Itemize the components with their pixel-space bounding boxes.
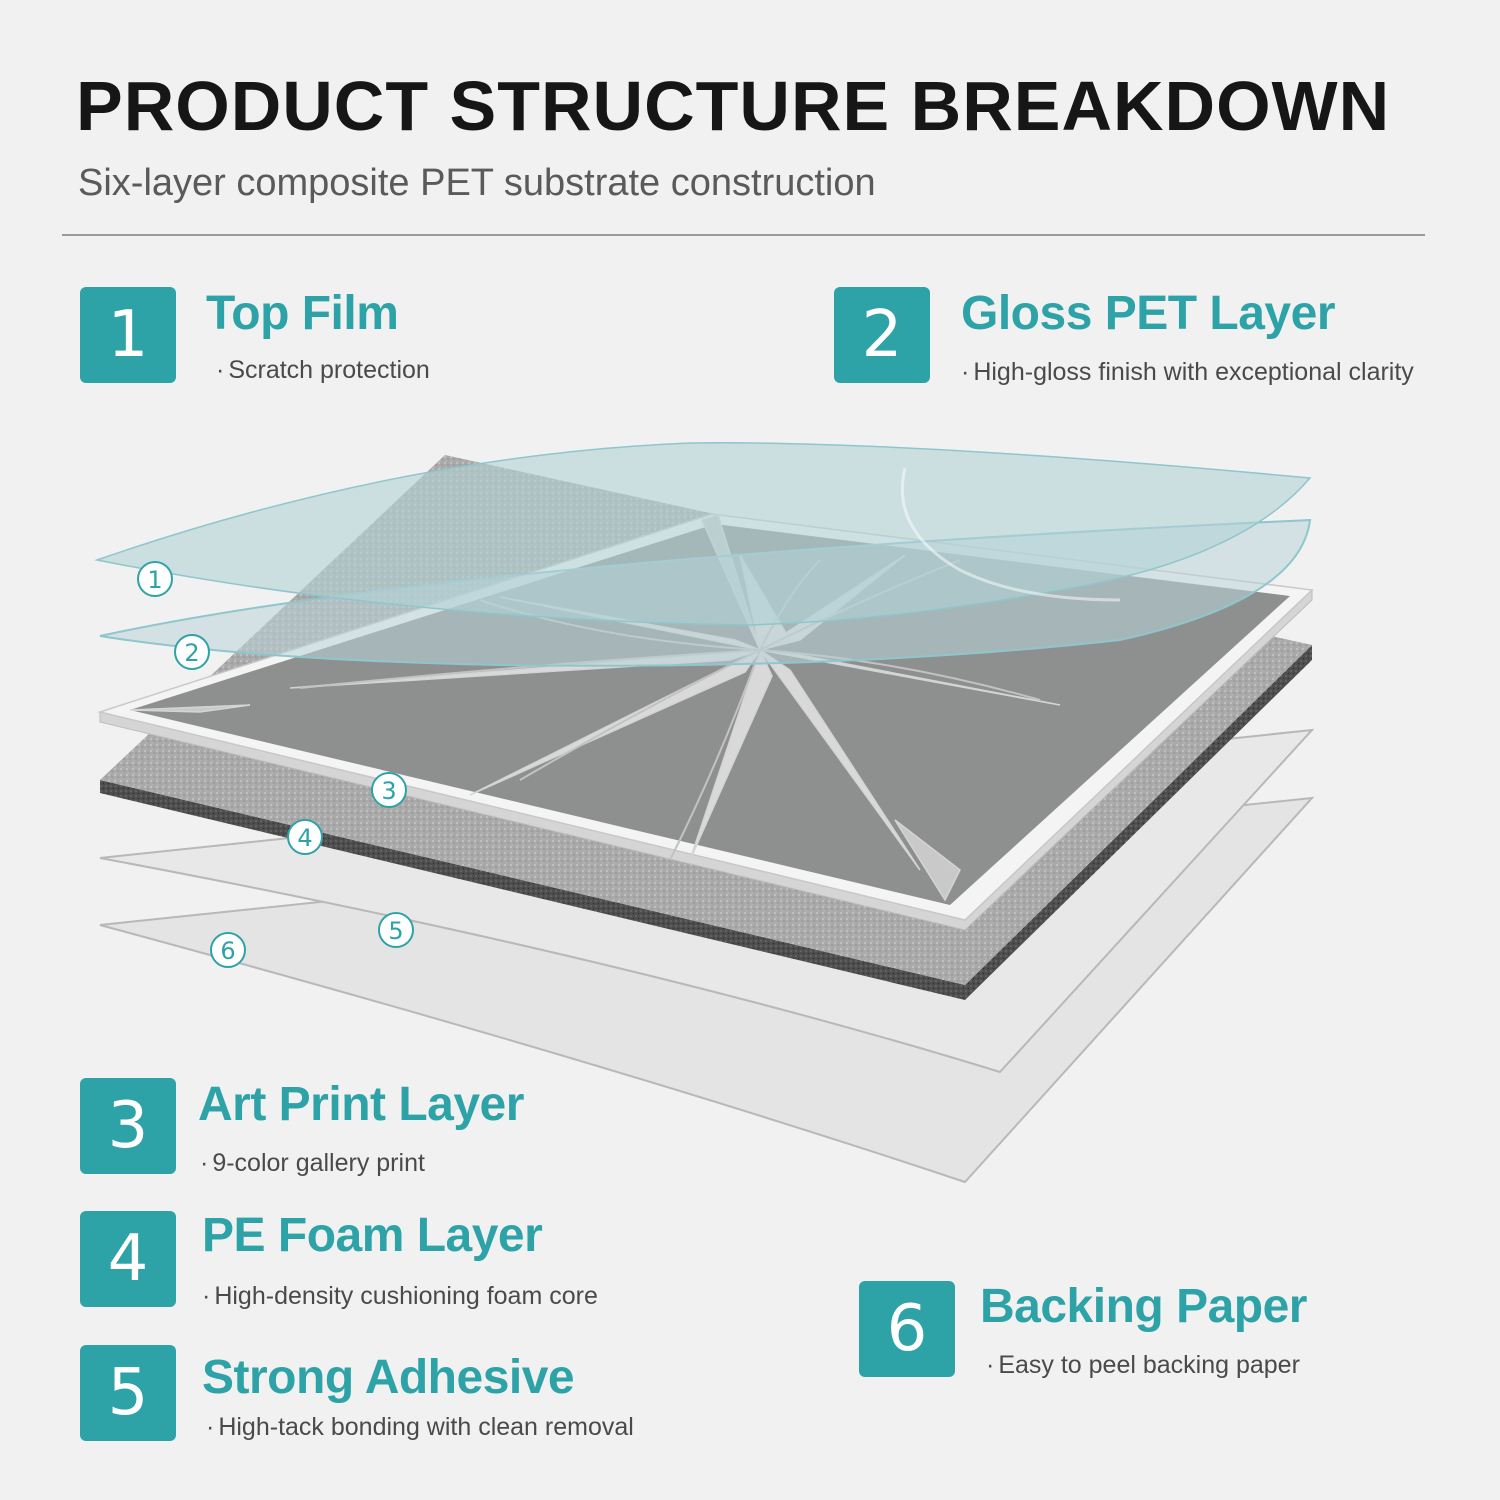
layer-markers: 1 2 3 4 5 6 xyxy=(137,561,414,968)
top-film-curl xyxy=(900,467,1121,602)
layer-1-description: ·Scratch protection xyxy=(216,356,430,384)
layer-3-number-badge: 3 xyxy=(80,1078,176,1174)
layer-3-name: Art Print Layer xyxy=(198,1078,524,1131)
page-subtitle: Six-layer composite PET substrate constr… xyxy=(78,162,876,204)
header-divider xyxy=(62,234,1425,236)
svg-text:4: 4 xyxy=(297,824,312,852)
marker-5: 5 xyxy=(378,912,414,948)
layer-1-name: Top Film xyxy=(206,287,399,340)
layer-6-name: Backing Paper xyxy=(980,1280,1307,1333)
marker-2: 2 xyxy=(174,634,210,670)
layer-4-name: PE Foam Layer xyxy=(202,1209,543,1262)
svg-text:5: 5 xyxy=(388,917,403,945)
layer-4-number-badge: 4 xyxy=(80,1211,176,1307)
layer-4-description: ·High-density cushioning foam core xyxy=(202,1282,598,1310)
foam-layer-edge xyxy=(100,645,1312,1000)
svg-text:1: 1 xyxy=(147,566,162,594)
marker-1: 1 xyxy=(137,561,173,597)
svg-text:6: 6 xyxy=(220,937,235,965)
layer-3-description: ·9-color gallery print xyxy=(200,1149,425,1177)
layer-5-description: ·High-tack bonding with clean removal xyxy=(206,1413,634,1441)
layer-2-name: Gloss PET Layer xyxy=(961,287,1336,340)
layer-5-name: Strong Adhesive xyxy=(202,1351,575,1404)
svg-text:3: 3 xyxy=(381,777,396,805)
layer-5-number-badge: 5 xyxy=(80,1345,176,1441)
page-title: PRODUCT STRUCTURE BREAKDOWN xyxy=(76,67,1391,145)
layer-2-number-badge: 2 xyxy=(834,287,930,383)
marker-3: 3 xyxy=(371,772,407,808)
top-film xyxy=(94,442,1312,626)
layer-1-number-badge: 1 xyxy=(80,287,176,383)
marker-4: 4 xyxy=(287,819,323,855)
layer-6-number-badge: 6 xyxy=(859,1281,955,1377)
layer-2-description: ·High-gloss finish with exceptional clar… xyxy=(961,358,1414,386)
svg-text:2: 2 xyxy=(184,639,199,667)
layer-6-description: ·Easy to peel backing paper xyxy=(986,1351,1300,1379)
marker-6: 6 xyxy=(210,932,246,968)
